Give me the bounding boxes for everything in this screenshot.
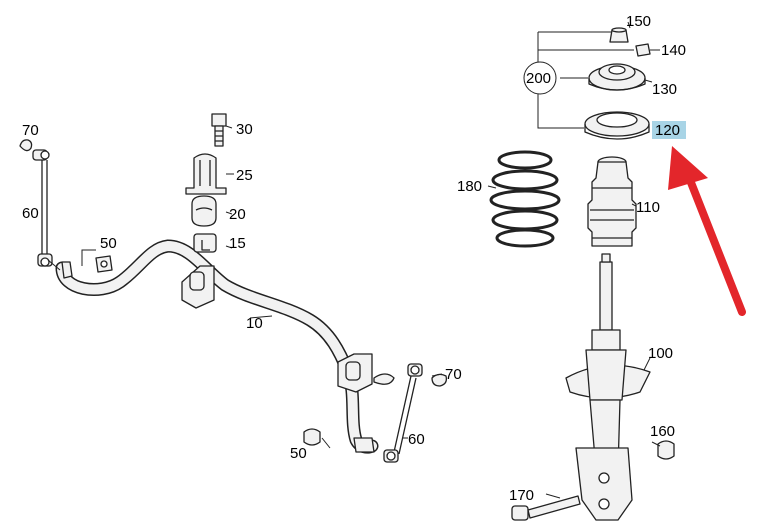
left-stabilizer-link — [19, 139, 53, 267]
leader-lines — [47, 21, 661, 499]
bolt-part-30 — [211, 113, 227, 147]
bar-bushing-right — [337, 353, 395, 393]
label-15: 15 — [229, 235, 246, 252]
label-70-left: 70 — [22, 122, 39, 139]
bearing-part-120 — [584, 111, 650, 140]
label-100: 100 — [648, 345, 673, 362]
label-60-left: 60 — [22, 205, 39, 222]
red-arrow — [668, 146, 746, 316]
top-mount-part-130 — [588, 63, 646, 91]
coil-spring-part-180 — [489, 150, 561, 248]
label-120: 120 — [655, 122, 680, 139]
dust-boot-part-110 — [587, 156, 637, 247]
label-160: 160 — [650, 423, 675, 440]
label-25: 25 — [236, 167, 253, 184]
clamp-part-25 — [185, 153, 227, 195]
label-200: 200 — [526, 70, 551, 87]
bushing-part-15 — [193, 233, 217, 253]
stabilizer-bar — [55, 239, 379, 454]
label-180: 180 — [457, 178, 482, 195]
nut-part-50-right — [303, 428, 321, 446]
group-circle-200 — [523, 61, 557, 95]
label-30: 30 — [236, 121, 253, 138]
bolt-part-170 — [511, 495, 581, 521]
label-60-right: 60 — [408, 431, 425, 448]
bolt-part-140 — [635, 43, 651, 57]
label-70-right: 70 — [445, 366, 462, 383]
strut-part-100 — [565, 253, 651, 521]
label-130: 130 — [652, 81, 677, 98]
label-140: 140 — [661, 42, 686, 59]
label-20: 20 — [229, 206, 246, 223]
bushing-part-20 — [191, 195, 217, 227]
label-10: 10 — [246, 315, 263, 332]
label-150: 150 — [626, 13, 651, 30]
part-labels: 70 60 50 30 25 20 15 10 70 60 50 150 140… — [22, 13, 686, 504]
label-110: 110 — [636, 199, 660, 216]
nut-part-150 — [609, 27, 629, 43]
nut-part-160 — [657, 440, 675, 460]
label-50-right: 50 — [290, 445, 307, 462]
label-170: 170 — [509, 487, 534, 504]
label-50-left: 50 — [100, 235, 117, 252]
clamp-part-50-left — [95, 255, 113, 273]
bar-bushing-left — [181, 265, 215, 309]
highlight-box-120 — [652, 121, 686, 139]
